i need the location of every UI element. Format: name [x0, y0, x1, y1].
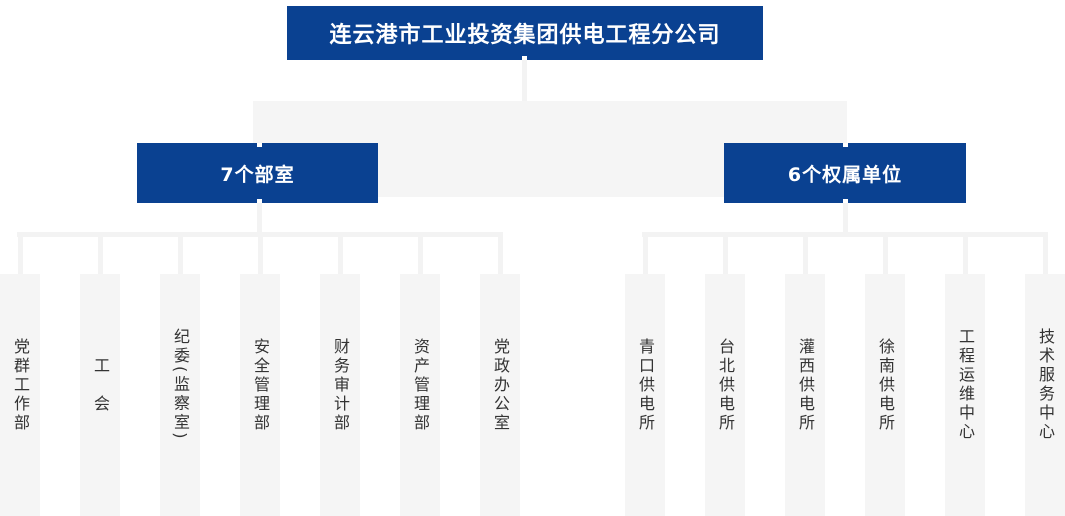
org-column-subsidiaries-4: 工程运维中心: [945, 274, 985, 516]
org-column-label: 工 会: [91, 356, 110, 414]
subsidiaries-top-nub: [843, 143, 848, 147]
column-connector-line: [642, 232, 648, 274]
column-connector-line: [882, 232, 888, 274]
departments-connector-line: [257, 203, 262, 232]
column-connector-line: [337, 232, 343, 274]
org-column-departments-0: 党群工作部: [0, 274, 40, 516]
org-column-subsidiaries-0: 青口供电所: [625, 274, 665, 516]
column-connector-line: [1042, 232, 1048, 274]
org-column-label: 党政办公室: [491, 337, 510, 433]
org-column-departments-6: 党政办公室: [480, 274, 520, 516]
group-node-subsidiaries: 6个权属单位: [724, 143, 966, 203]
column-connector-line: [962, 232, 968, 274]
subsidiaries-bottom-nub: [843, 199, 848, 203]
group-node-subsidiaries-label: 6个权属单位: [787, 163, 903, 186]
root-node: 连云港市工业投资集团供电工程分公司: [287, 6, 763, 60]
column-connector-line: [17, 232, 23, 274]
column-connector-line: [417, 232, 423, 274]
org-column-subsidiaries-2: 灌西供电所: [785, 274, 825, 516]
org-column-label: 青口供电所: [636, 337, 655, 433]
org-column-label: 纪委(监察室): [171, 328, 190, 442]
org-column-label: 党群工作部: [11, 337, 30, 433]
org-column-label: 徐南供电所: [876, 337, 895, 433]
column-connector-line: [97, 232, 103, 274]
group-node-departments: 7个部室: [137, 143, 378, 203]
org-column-departments-5: 资产管理部: [400, 274, 440, 516]
column-connector-line: [177, 232, 183, 274]
column-connector-line: [497, 232, 503, 274]
column-connector-line: [257, 232, 263, 274]
org-column-subsidiaries-1: 台北供电所: [705, 274, 745, 516]
org-column-departments-2: 纪委(监察室): [160, 274, 200, 516]
org-column-departments-4: 财务审计部: [320, 274, 360, 516]
column-connector-line: [722, 232, 728, 274]
column-connector-line: [802, 232, 808, 274]
org-column-subsidiaries-5: 技术服务中心: [1025, 274, 1065, 516]
group-node-departments-label: 7个部室: [220, 163, 295, 186]
org-column-label: 财务审计部: [331, 337, 350, 433]
org-column-departments-1: 工 会: [80, 274, 120, 516]
root-node-label: 连云港市工业投资集团供电工程分公司: [329, 23, 721, 48]
departments-top-nub: [257, 143, 262, 147]
subsidiaries-horizontal-line: [642, 232, 1048, 237]
root-connector-line: [522, 60, 527, 101]
org-column-label: 资产管理部: [411, 337, 430, 433]
org-column-subsidiaries-3: 徐南供电所: [865, 274, 905, 516]
org-column-label: 安全管理部: [251, 337, 270, 433]
org-column-label: 工程运维中心: [956, 328, 975, 442]
org-column-departments-3: 安全管理部: [240, 274, 280, 516]
org-column-label: 灌西供电所: [796, 337, 815, 433]
org-column-label: 台北供电所: [716, 337, 735, 433]
root-bottom-nub: [522, 56, 527, 60]
subsidiaries-connector-line: [843, 203, 848, 237]
departments-bottom-nub: [257, 199, 262, 203]
org-column-label: 技术服务中心: [1036, 328, 1055, 442]
